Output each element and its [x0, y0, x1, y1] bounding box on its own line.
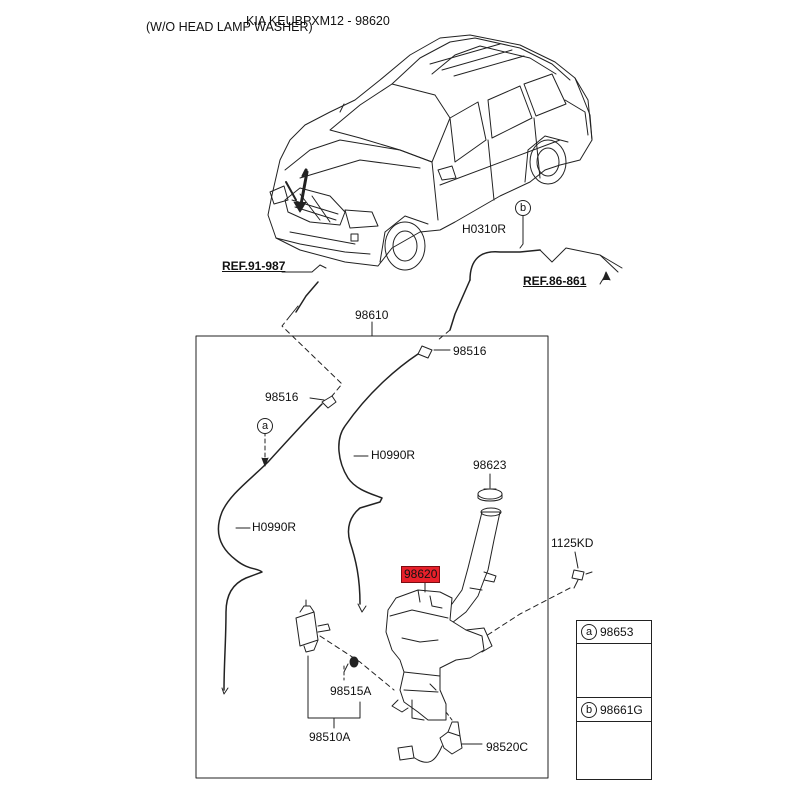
part-label-1125kd[interactable]: 1125KD [551, 536, 594, 550]
legend-part-b[interactable]: 98661G [600, 703, 643, 717]
variant-title: (W/O HEAD LAMP WASHER) [146, 20, 313, 34]
marker-b: b [515, 200, 531, 216]
part-label-98520c[interactable]: 98520C [486, 740, 529, 754]
part-label-98620-highlighted[interactable]: 98620 [401, 566, 441, 583]
ref-91-987-label[interactable]: REF.91-987 [222, 259, 286, 273]
legend-divider-top [577, 643, 651, 644]
part-label-98623[interactable]: 98623 [473, 458, 507, 472]
legend-box: a 98653 b 98661G [576, 620, 652, 780]
part-label-98610[interactable]: 98610 [355, 308, 389, 322]
vehicle-illustration [267, 34, 593, 271]
part-label-98515a[interactable]: 98515A [330, 684, 372, 698]
legend-marker-b: b [581, 702, 597, 718]
part-label-h0990r-left[interactable]: H0990R [252, 520, 297, 534]
part-label-98510a[interactable]: 98510A [309, 730, 351, 744]
part-label-h0310r[interactable]: H0310R [462, 222, 507, 236]
ref-86-861-label[interactable]: REF.86-861 [523, 274, 587, 288]
marker-a: a [257, 418, 273, 434]
legend-divider-low [577, 721, 651, 722]
part-label-98516-right[interactable]: 98516 [453, 344, 487, 358]
part-label-98516-left[interactable]: 98516 [265, 390, 299, 404]
legend-marker-a: a [581, 624, 597, 640]
part-label-h0990r-right[interactable]: H0990R [371, 448, 416, 462]
legend-part-a[interactable]: 98653 [600, 625, 634, 639]
model-code: KIA KEUBPXM12 - 98620 [246, 14, 390, 28]
legend-divider-mid [577, 697, 651, 698]
